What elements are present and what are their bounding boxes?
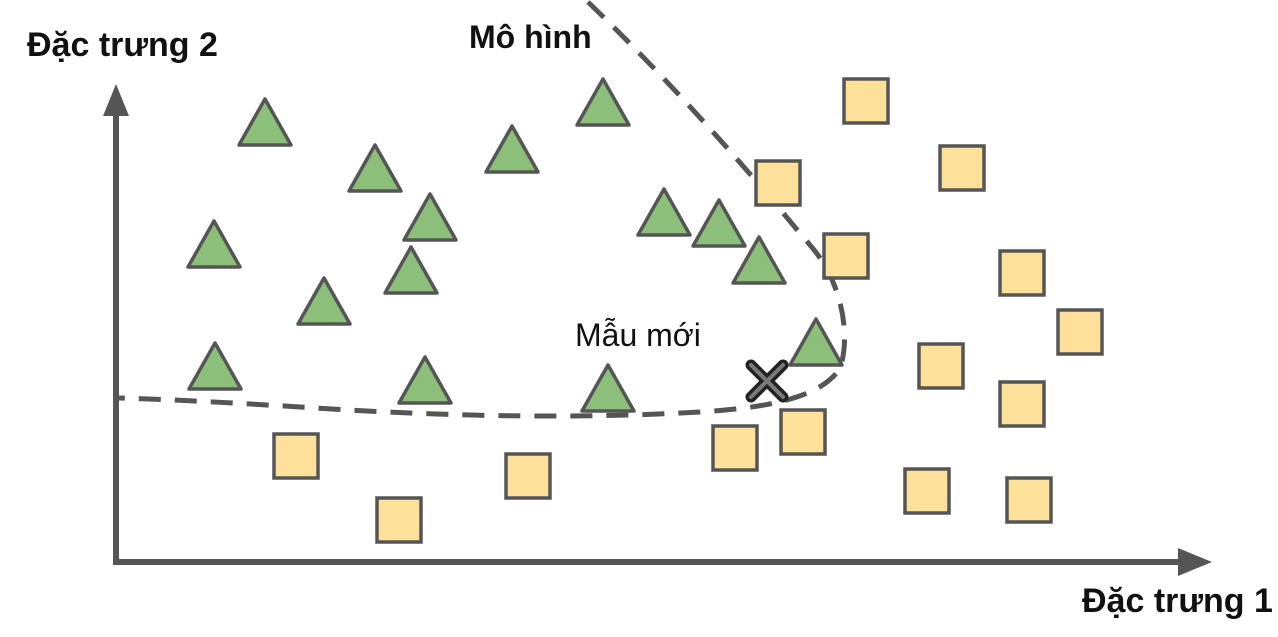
triangle-marker <box>347 143 403 193</box>
x-mark-icon-inner-2 <box>749 363 785 399</box>
square-marker <box>375 496 423 544</box>
square-marker <box>754 159 802 207</box>
square-marker <box>711 424 759 472</box>
square-marker <box>842 77 890 125</box>
square-marker <box>822 232 870 280</box>
new-sample-label: Mẫu mới <box>575 317 701 353</box>
triangle-marker <box>484 124 540 174</box>
square-marker <box>779 408 827 456</box>
triangle-marker <box>186 219 242 269</box>
square-marker <box>272 432 320 480</box>
triangle-marker <box>731 235 787 285</box>
square-marker <box>917 342 965 390</box>
triangle-marker <box>691 198 747 248</box>
triangle-marker <box>636 187 692 237</box>
triangle-marker <box>296 276 352 326</box>
square-marker <box>504 452 552 500</box>
square-marker <box>903 467 951 515</box>
new-sample-marker <box>745 359 789 403</box>
triangle-marker <box>187 341 243 391</box>
triangle-marker <box>402 192 458 242</box>
y-axis-label: Đặc trưng 2 <box>27 26 218 64</box>
triangle-marker <box>580 363 636 413</box>
square-marker <box>998 249 1046 297</box>
triangle-marker <box>383 245 439 295</box>
triangle-marker <box>575 77 631 127</box>
triangle-marker <box>397 355 453 405</box>
square-marker <box>938 144 986 192</box>
triangle-marker <box>237 97 293 147</box>
triangle-marker <box>788 317 844 367</box>
x-axis-label: Đặc trưng 1 <box>1082 582 1273 620</box>
square-marker <box>1056 308 1104 356</box>
decision-boundary <box>117 0 847 419</box>
square-marker <box>1005 476 1053 524</box>
axes <box>103 84 1212 576</box>
square-markers <box>272 77 1104 544</box>
x-axis-arrow-icon <box>1178 548 1212 576</box>
model-boundary-label: Mô hình <box>469 19 592 55</box>
triangle-markers <box>186 77 844 413</box>
y-axis-arrow-icon <box>103 84 129 116</box>
square-marker <box>998 380 1046 428</box>
